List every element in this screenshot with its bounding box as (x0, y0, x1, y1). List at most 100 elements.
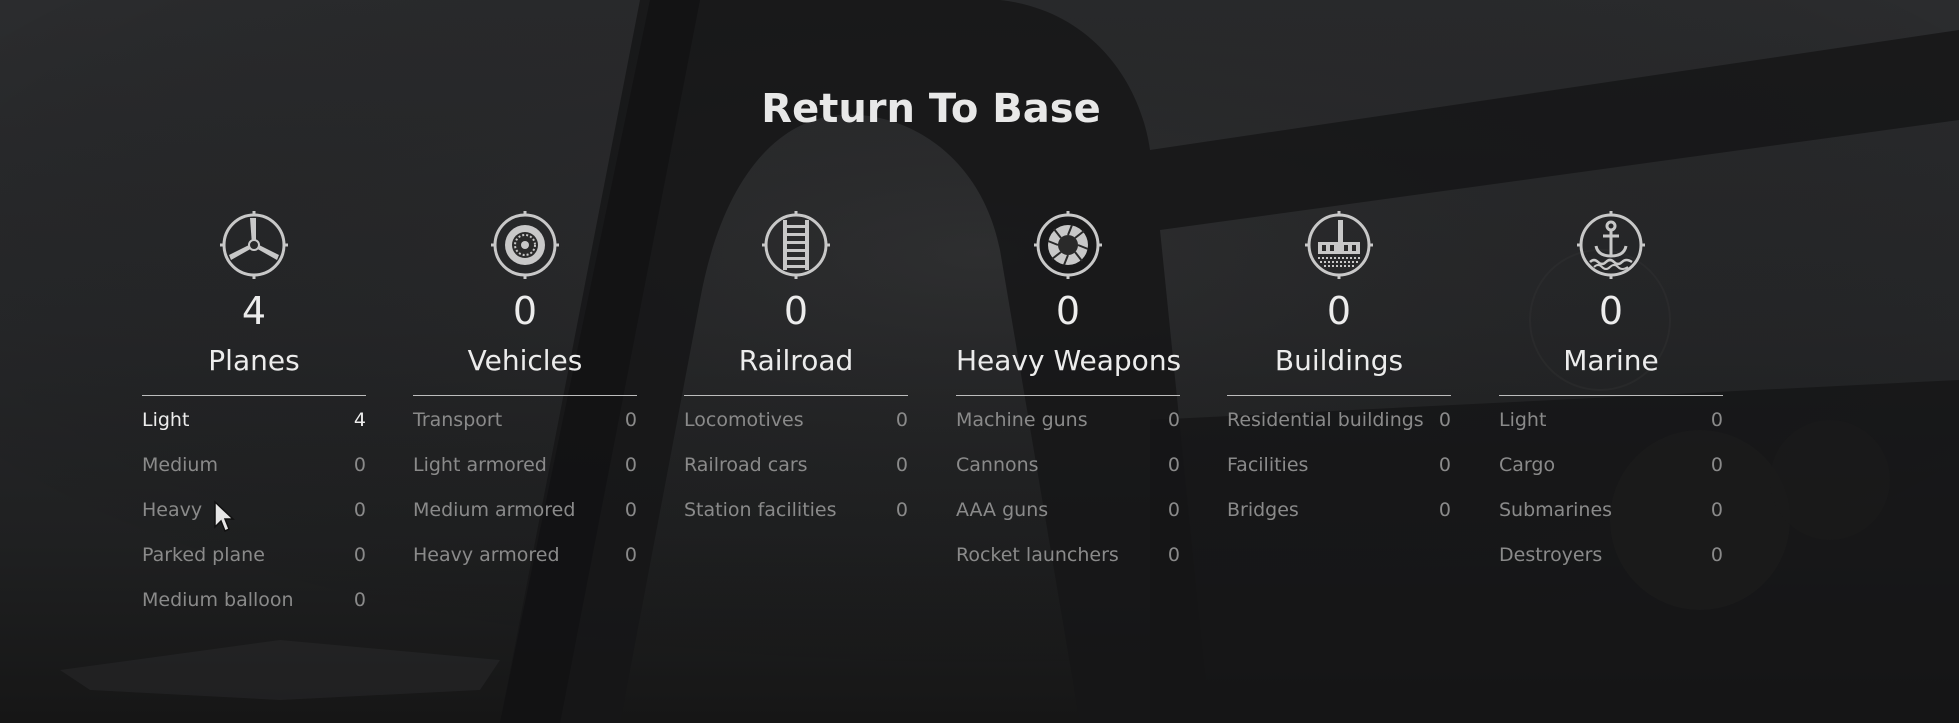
stat-label: Railroad cars (684, 454, 808, 476)
stat-row: Residential buildings 0 (1227, 408, 1451, 433)
stat-row: Heavy armored 0 (413, 543, 637, 568)
page-title: Return To Base (761, 86, 1101, 132)
stat-row: Locomotives 0 (684, 408, 908, 433)
stat-label: Light armored (413, 454, 547, 476)
category-title: Vehicles (467, 344, 583, 377)
stat-label: Heavy (142, 499, 203, 521)
category-count: 0 (1598, 289, 1624, 333)
mouse-cursor-icon (214, 500, 235, 533)
wheel-icon (491, 211, 559, 279)
stat-row: AAA guns 0 (956, 498, 1180, 523)
stat-row: Heavy 0 (142, 498, 366, 523)
stat-row: Destroyers 0 (1499, 543, 1723, 568)
category-title: Planes (208, 344, 300, 377)
stat-row: Parked plane 0 (142, 543, 366, 568)
category-title: Buildings (1274, 344, 1404, 377)
stat-row: Cannons 0 (956, 453, 1180, 478)
stat-row: Submarines 0 (1499, 498, 1723, 523)
stat-label: Bridges (1227, 499, 1299, 521)
stat-value: 0 (895, 454, 908, 476)
divider (684, 395, 908, 396)
stat-value: 0 (624, 499, 637, 521)
stat-label: Machine guns (956, 409, 1088, 431)
stat-row: Light 4 (142, 408, 366, 433)
stat-label: Residential buildings (1227, 409, 1424, 431)
stat-value: 0 (1438, 409, 1451, 431)
anchor-icon (1577, 211, 1645, 279)
factory-icon (1305, 211, 1373, 279)
railroad-track-icon (762, 211, 830, 279)
stat-row: Medium armored 0 (413, 498, 637, 523)
category-count: 0 (1326, 289, 1352, 333)
stat-row: Light armored 0 (413, 453, 637, 478)
category-count: 0 (1055, 289, 1081, 333)
stat-label: Light (142, 409, 190, 431)
category-marine: 0 Marine Light 0 Cargo 0 Submarines 0 Destr… (1499, 210, 1723, 588)
stat-label: Destroyers (1499, 544, 1603, 566)
stat-row: Light 0 (1499, 408, 1723, 433)
stat-label: Cannons (956, 454, 1039, 476)
category-title: Heavy Weapons (956, 344, 1182, 377)
stat-label: Facilities (1227, 454, 1309, 476)
stat-value: 0 (1167, 454, 1180, 476)
gun-barrel-icon (1034, 211, 1102, 279)
stat-value: 4 (353, 409, 366, 431)
divider (1499, 395, 1723, 396)
divider (142, 395, 366, 396)
stat-value: 0 (1167, 499, 1180, 521)
stat-row: Medium balloon 0 (142, 588, 366, 613)
stat-label: Heavy armored (413, 544, 560, 566)
divider (413, 395, 637, 396)
category-railroad: 0 Railroad Locomotives 0 Railroad cars 0 S… (684, 210, 908, 543)
stat-label: Station facilities (684, 499, 837, 521)
stat-label: AAA guns (956, 499, 1049, 521)
stat-label: Transport (413, 409, 503, 431)
category-title: Railroad (738, 344, 854, 377)
propeller-icon (220, 211, 288, 279)
stat-label: Medium armored (413, 499, 576, 521)
stat-label: Parked plane (142, 544, 265, 566)
stat-value: 0 (353, 544, 366, 566)
stat-value: 0 (1710, 454, 1723, 476)
stat-value: 0 (1710, 544, 1723, 566)
stat-value: 0 (624, 544, 637, 566)
stat-list: Locomotives 0 Railroad cars 0 Station faci… (684, 408, 908, 523)
category-count: 4 (241, 289, 267, 333)
stat-value: 0 (895, 409, 908, 431)
stat-value: 0 (353, 499, 366, 521)
stat-label: Light (1499, 409, 1547, 431)
stat-label: Rocket launchers (956, 544, 1119, 566)
stat-row: Railroad cars 0 (684, 453, 908, 478)
stat-value: 0 (1710, 499, 1723, 521)
stat-value: 0 (353, 454, 366, 476)
divider (956, 395, 1180, 396)
category-title: Marine (1563, 344, 1659, 377)
stat-label: Cargo (1499, 454, 1556, 476)
stat-row: Cargo 0 (1499, 453, 1723, 478)
stat-label: Medium balloon (142, 589, 294, 611)
stat-value: 0 (895, 499, 908, 521)
stat-value: 0 (1710, 409, 1723, 431)
stat-value: 0 (353, 589, 366, 611)
stat-label: Submarines (1499, 499, 1613, 521)
stat-row: Station facilities 0 (684, 498, 908, 523)
stat-value: 0 (624, 454, 637, 476)
divider (1227, 395, 1451, 396)
stat-label: Locomotives (684, 409, 804, 431)
stat-list: Light 0 Cargo 0 Submarines 0 Destroyers 0 (1499, 408, 1723, 568)
category-count: 0 (512, 289, 538, 333)
